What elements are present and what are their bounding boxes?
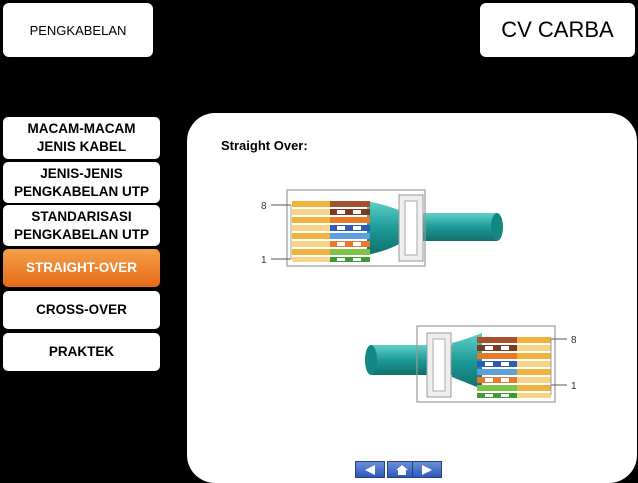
pin-label-bottom: 1 xyxy=(261,255,267,266)
home-icon xyxy=(396,464,408,475)
prev-button[interactable] xyxy=(355,461,385,478)
menu-item-macam-kabel[interactable]: MACAM-MACAM JENIS KABEL xyxy=(3,117,160,159)
rj45-connector-top: 8 1 xyxy=(261,189,503,267)
brand-title: CV CARBA xyxy=(480,3,635,57)
section-label: PENGKABELAN xyxy=(3,3,153,57)
brand-title-text: CV CARBA xyxy=(501,17,614,42)
next-button[interactable] xyxy=(412,461,442,478)
menu-item-straight-over[interactable]: STRAIGHT-OVER xyxy=(3,249,160,287)
content-title: Straight Over: xyxy=(221,138,308,153)
menu-item-standarisasi[interactable]: STANDARISASI PENGKABELAN UTP xyxy=(3,205,160,246)
rj45-diagram: 8 1 xyxy=(261,189,577,403)
menu-item-label: MACAM-MACAM JENIS KABEL xyxy=(27,121,136,154)
triangle-right-icon xyxy=(422,464,432,475)
pin-label-bottom: 1 xyxy=(571,381,577,392)
menu-item-label: JENIS-JENIS PENGKABELAN UTP xyxy=(13,165,149,199)
menu-item-praktek[interactable]: PRAKTEK xyxy=(3,333,160,371)
menu-item-label: PRAKTEK xyxy=(48,344,115,359)
pin-label-top: 8 xyxy=(261,201,267,212)
menu-item-label: STANDARISASI PENGKABELAN UTP xyxy=(13,208,149,242)
menu-item-jenis-pengkabelan[interactable]: JENIS-JENIS PENGKABELAN UTP xyxy=(3,162,160,203)
section-label-text: PENGKABELAN xyxy=(29,22,127,38)
pin-label-top: 8 xyxy=(571,335,577,346)
menu-item-label: CROSS-OVER xyxy=(36,302,127,317)
triangle-left-icon xyxy=(365,464,375,475)
menu-item-label: STRAIGHT-OVER xyxy=(25,260,137,275)
rj45-connector-bottom: 8 1 xyxy=(365,325,577,403)
content-panel: Straight Over: xyxy=(187,113,637,483)
menu-item-cross-over[interactable]: CROSS-OVER xyxy=(3,291,160,329)
